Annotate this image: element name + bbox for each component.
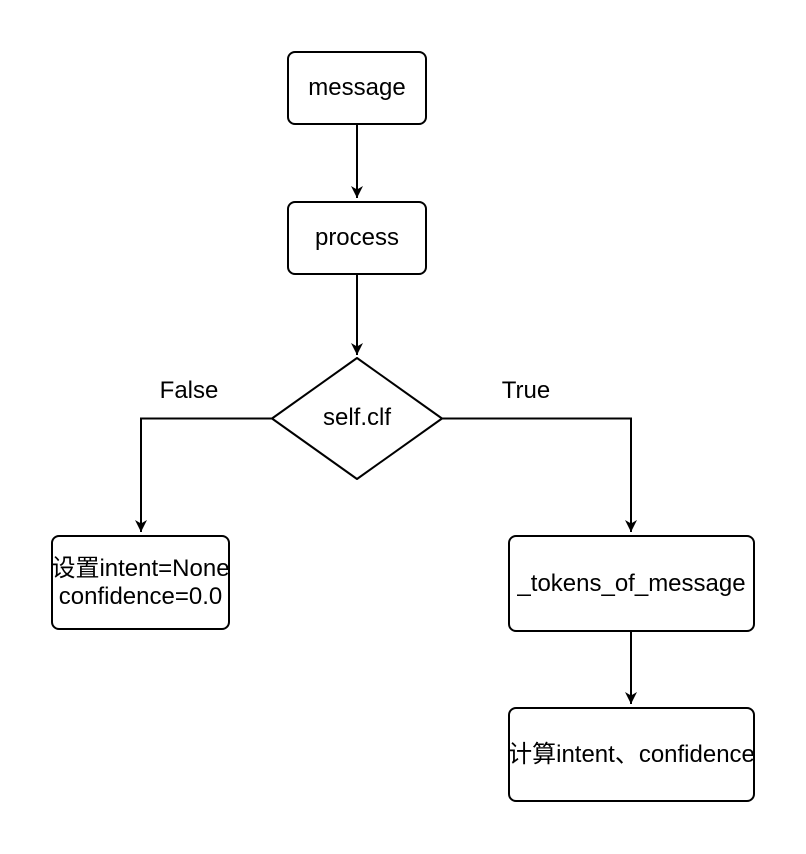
node-compute-intent-confidence: 计算intent、confidence	[508, 707, 755, 802]
decision-diamond	[271, 357, 443, 480]
node-process: process	[287, 201, 427, 275]
node-set-intent-none-line2: confidence=0.0	[58, 582, 223, 610]
edge-label-false: False	[159, 377, 219, 404]
node-compute-intent-confidence-label: 计算intent、confidence	[508, 740, 755, 768]
node-process-label: process	[314, 224, 400, 251]
node-message: message	[287, 51, 427, 125]
node-tokens-of-message: _tokens_of_message	[508, 535, 755, 632]
edge-label-true: True	[501, 377, 551, 404]
node-set-intent-none: 设置intent=None confidence=0.0	[51, 535, 230, 630]
node-message-label: message	[308, 74, 406, 101]
edge-decision-true	[442, 417, 637, 532]
node-set-intent-none-line1: 设置intent=None	[51, 554, 230, 582]
edge-decision-false	[135, 417, 272, 532]
decision-label: self.clf	[322, 404, 391, 431]
node-tokens-of-message-label: _tokens_of_message	[517, 569, 746, 597]
